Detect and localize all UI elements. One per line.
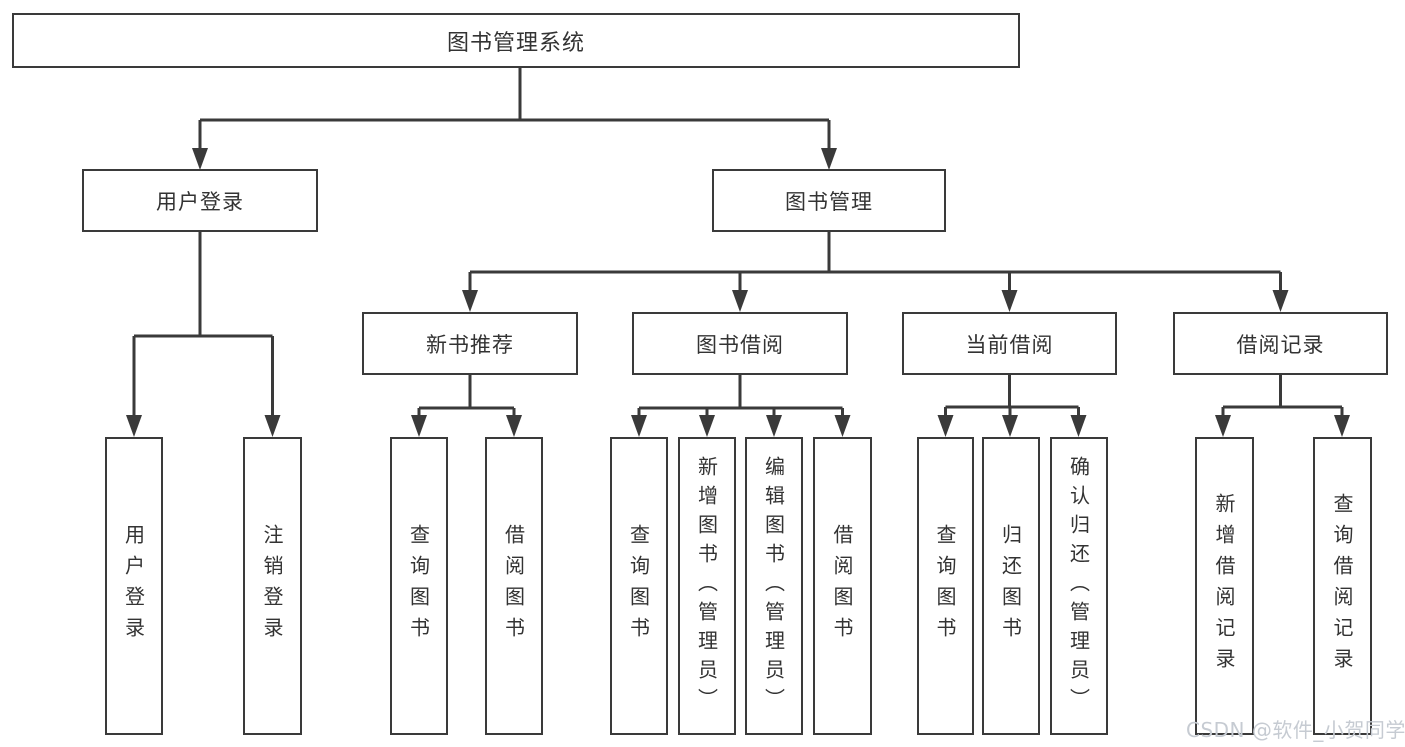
connector-line (468, 232, 1282, 293)
connector-line (132, 232, 274, 418)
node-label: 查询图书 (406, 524, 431, 648)
node-label: 归还图书 (998, 524, 1023, 648)
node-label: 注销登录 (260, 524, 284, 648)
node-confirm-return-admin: 确认归还（管理员） (1050, 437, 1108, 735)
node-borrow-books: 借阅图书 (813, 437, 872, 735)
connector-line (198, 68, 831, 150)
node-label: 确认归还（管理员） (1066, 455, 1091, 717)
node-label: 用户登录 (156, 189, 244, 214)
node-add-borrow-record: 新增借阅记录 (1195, 437, 1254, 735)
connector-line (637, 375, 844, 418)
node-new-book-recommend: 新书推荐 (362, 312, 578, 375)
node-edit-books-admin: 编辑图书（管理员） (745, 437, 803, 735)
connector-line (1221, 375, 1344, 418)
node-library-system: 图书管理系统 (12, 13, 1020, 68)
node-label: 编辑图书（管理员） (761, 455, 786, 717)
node-query-books-recommend: 查询图书 (390, 437, 448, 735)
node-label: 新增图书（管理员） (694, 455, 719, 717)
node-label: 借阅记录 (1236, 332, 1325, 357)
node-label: 借阅图书 (830, 524, 854, 648)
node-user-login: 用户登录 (105, 437, 163, 735)
node-label: 图书管理系统 (446, 30, 585, 56)
node-current-borrowing: 当前借阅 (902, 312, 1117, 375)
node-user-login-group: 用户登录 (82, 169, 318, 232)
node-book-borrowing: 图书借阅 (632, 312, 848, 375)
node-logout: 注销登录 (243, 437, 302, 735)
node-label: 查询借阅记录 (1330, 493, 1354, 679)
node-add-books-admin: 新增图书（管理员） (678, 437, 736, 735)
node-query-books-borrow: 查询图书 (610, 437, 668, 735)
node-label: 当前借阅 (965, 332, 1054, 357)
node-label: 查询图书 (626, 524, 651, 648)
node-borrow-books-recommend: 借阅图书 (485, 437, 543, 735)
connector-line (944, 375, 1080, 418)
node-label: 图书管理 (785, 189, 873, 214)
node-label: 用户登录 (121, 524, 146, 648)
connector-line (417, 375, 516, 418)
node-book-management: 图书管理 (712, 169, 946, 232)
arrowhead-icons (126, 148, 1350, 437)
node-label: 新书推荐 (426, 332, 514, 357)
csdn-watermark: CSDN @软件_小贺同学 (1186, 718, 1405, 742)
node-borrowing-records: 借阅记录 (1173, 312, 1388, 375)
node-label: 新增借阅记录 (1212, 493, 1236, 679)
node-label: 图书借阅 (696, 332, 784, 357)
node-label: 借阅图书 (501, 524, 526, 648)
node-return-books: 归还图书 (982, 437, 1040, 735)
node-query-borrow-record: 查询借阅记录 (1313, 437, 1372, 735)
node-query-books-current: 查询图书 (917, 437, 974, 735)
node-label: 查询图书 (933, 524, 957, 648)
